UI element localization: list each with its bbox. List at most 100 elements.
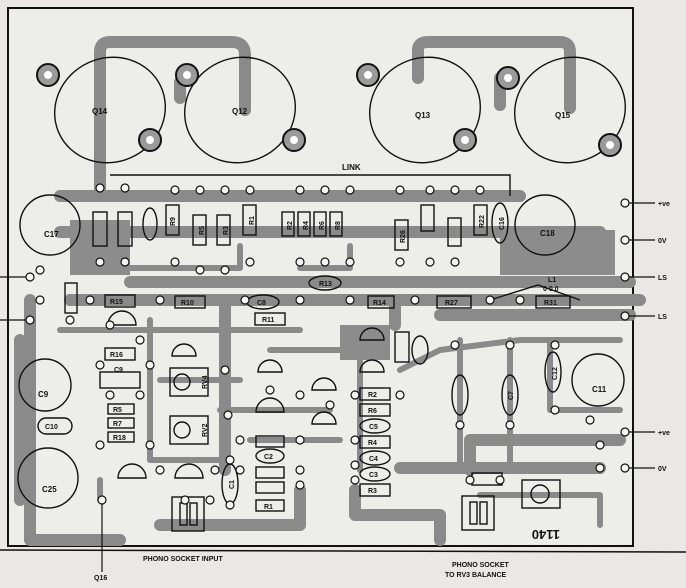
solder-pad: [245, 185, 255, 195]
solder-pad: [170, 185, 180, 195]
solder-pad: [295, 465, 305, 475]
solder-pad: [155, 295, 165, 305]
trimmer-rv4: RV4: [169, 367, 209, 397]
resistor-label: R4: [303, 221, 310, 230]
capacitor-label: C12: [552, 367, 559, 380]
capacitor-c12: [544, 351, 562, 393]
solder-pad: [180, 495, 190, 505]
trimmer-rv3: [521, 479, 561, 509]
power-transistor-q14: Q14: [36, 56, 167, 164]
trimmer-label: RV4: [202, 375, 209, 389]
transistor-label: Q15: [555, 111, 571, 120]
part-label: R10: [181, 300, 194, 307]
board-code-mark: 1140: [532, 527, 560, 542]
solder-pad: [410, 295, 420, 305]
solder-pad: [345, 295, 355, 305]
part-label: R15: [110, 299, 123, 306]
resistor-label: R9: [170, 217, 177, 226]
solder-pad: [135, 390, 145, 400]
part-label: R2: [368, 392, 377, 399]
solder-pad: [620, 311, 630, 321]
capacitor-label: C11: [592, 385, 607, 394]
inductor-l1: L1 0 0 0: [489, 277, 581, 301]
solder-pad: [245, 257, 255, 267]
solder-pad: [425, 257, 435, 267]
solder-pad: [295, 480, 305, 490]
phono-balance-caption-1: PHONO SOCKET: [452, 562, 510, 569]
solder-pad: [235, 465, 245, 475]
vertical-components-row: R9 R5 R3 R1 R2 R4 R6 R8 R26 R22 C16: [92, 202, 509, 251]
solder-pad: [550, 405, 560, 415]
solder-pad: [620, 272, 630, 282]
solder-pad: [455, 420, 465, 430]
small-transistors: [107, 310, 385, 479]
solder-pad: [120, 257, 130, 267]
capacitor-label: C16: [499, 217, 506, 230]
capacitor-label: C25: [42, 485, 57, 494]
part-label: R31: [544, 300, 557, 307]
capacitor-label: C18: [540, 229, 555, 238]
edge-label: 0V: [658, 238, 667, 245]
edge-label: LS: [658, 314, 667, 321]
resistor-r22: [473, 204, 488, 236]
solder-pad: [195, 265, 205, 275]
part-label: R6: [368, 408, 377, 415]
resistor-label: R6: [319, 221, 326, 230]
solder-pad: [25, 315, 35, 325]
phono-balance-caption-2: TO RV3 BALANCE: [445, 572, 507, 579]
capacitor-c17: C17: [19, 194, 81, 256]
solder-pad: [425, 185, 435, 195]
part-label: R16: [110, 352, 123, 359]
solder-pad: [620, 235, 630, 245]
trimmer-rv2: RV2: [169, 415, 209, 445]
solder-pad: [95, 360, 105, 370]
solder-pad: [220, 185, 230, 195]
solder-pad: [105, 390, 115, 400]
centre-stack-parts: R2 R6 C5 R4 C4 C3 R3 C2 R1: [255, 387, 391, 512]
solder-pad: [95, 183, 105, 193]
solder-pad: [395, 185, 405, 195]
edge-label: LS: [658, 275, 667, 282]
trimmer-label: RV2: [202, 423, 209, 437]
solder-pad: [145, 360, 155, 370]
solder-pad: [145, 440, 155, 450]
part-label: R27: [445, 300, 458, 307]
inductor-label: L1: [548, 277, 556, 284]
resistor-r8: [329, 211, 343, 237]
part-label: R7: [113, 421, 122, 428]
part-label: C8: [257, 300, 266, 307]
solder-pad: [595, 440, 605, 450]
capacitor-c10: C10: [37, 417, 73, 435]
part-label: R5: [113, 407, 122, 414]
solder-pad: [550, 340, 560, 350]
solder-pad: [105, 320, 115, 330]
part-label: C3: [369, 472, 378, 479]
capacitor-c9-large: C9: [18, 358, 72, 412]
edge-label: +ve: [658, 201, 670, 208]
solder-pad: [620, 463, 630, 473]
solder-pad: [505, 340, 515, 350]
part-label: C9: [114, 367, 123, 374]
inductor-turns: 0 0 0: [543, 286, 559, 293]
resistor-label: R5: [199, 226, 206, 235]
part-label: R18: [113, 435, 126, 442]
solder-pad: [220, 265, 230, 275]
solder-pad: [350, 475, 360, 485]
resistor-r1: [242, 204, 257, 236]
bottom-lead-label: Q16: [94, 575, 107, 582]
solder-pad: [223, 410, 233, 420]
transistor-label: Q14: [92, 107, 108, 116]
solder-pad: [595, 463, 605, 473]
resistor-label: R26: [400, 230, 407, 243]
solder-pad: [350, 435, 360, 445]
solder-pad: [450, 257, 460, 267]
solder-pad: [295, 390, 305, 400]
solder-pads: [25, 183, 630, 510]
resistor-label: R3: [223, 226, 230, 235]
resistor-r26: [394, 219, 409, 251]
capacitor-c7: [501, 374, 519, 416]
solder-pad: [25, 272, 35, 282]
solder-pad: [505, 420, 515, 430]
